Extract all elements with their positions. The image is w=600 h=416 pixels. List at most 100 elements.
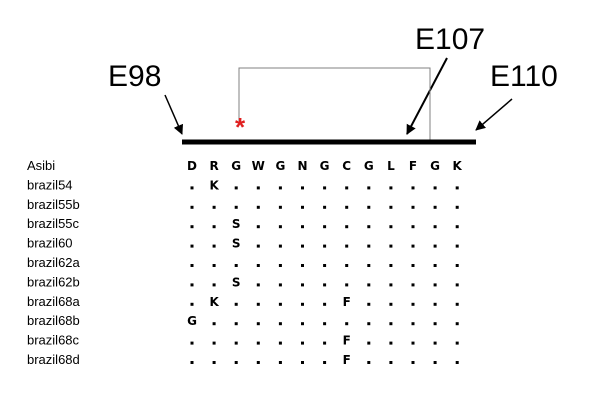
identity-dot: [345, 205, 349, 209]
identity-dot: [367, 225, 371, 229]
identity-dot: [190, 361, 194, 364]
identity-dot: [278, 322, 282, 326]
identity-dot: [323, 341, 327, 345]
residue: S: [232, 217, 241, 231]
identity-dot: [212, 322, 216, 326]
row-labels: Asibibrazil54brazil55bbrazil55cbrazil60b…: [27, 158, 81, 367]
identity-dot: [455, 302, 459, 306]
identity-dot: [455, 283, 459, 287]
strain-name: brazil68b: [27, 313, 80, 328]
identity-dot: [367, 186, 371, 190]
identity-dot: [190, 244, 194, 248]
identity-dot: [433, 283, 437, 287]
identity-dot: [389, 341, 393, 345]
identity-dot: [256, 244, 260, 248]
residue: G: [231, 159, 241, 173]
identity-dot: [301, 244, 304, 248]
identity-dot: [301, 341, 304, 345]
identity-dot: [190, 205, 194, 209]
identity-dot: [389, 361, 393, 364]
identity-dot: [190, 186, 194, 190]
identity-dot: [234, 186, 238, 190]
identity-dot: [411, 225, 415, 229]
identity-dot: [190, 283, 194, 287]
identity-dot: [367, 322, 371, 326]
identity-dot: [212, 283, 216, 287]
residue: K: [209, 178, 219, 192]
identity-dot: [411, 205, 415, 209]
reference-name: Asibi: [27, 158, 55, 173]
identity-dot: [323, 283, 327, 287]
identity-dot: [411, 244, 415, 248]
residue: F: [409, 159, 417, 173]
identity-dot: [367, 361, 371, 364]
identity-dot: [455, 186, 459, 190]
identity-dot: [301, 322, 304, 326]
identity-dot: [278, 264, 282, 267]
residue: G: [364, 159, 374, 173]
identity-dot: [345, 225, 349, 229]
strain-name: brazil68d: [27, 352, 80, 367]
identity-dot: [389, 225, 393, 229]
identity-dot: [278, 341, 282, 345]
arrow-e110: [475, 98, 513, 131]
residue: D: [187, 159, 197, 173]
identity-dot: [278, 361, 282, 364]
identity-dot: [323, 264, 327, 267]
identity-dot: [367, 244, 371, 248]
identity-dot: [301, 264, 304, 267]
identity-dot: [234, 264, 238, 267]
identity-dot: [389, 205, 393, 209]
residue: N: [297, 159, 307, 173]
residue: S: [232, 275, 241, 289]
arrow-e107: [406, 57, 448, 135]
identity-dot: [411, 322, 415, 326]
identity-dot: [301, 283, 304, 287]
identity-dot: [256, 283, 260, 287]
residue: G: [320, 159, 330, 173]
identity-dot: [323, 361, 327, 364]
residue: F: [343, 295, 351, 309]
identity-dot: [367, 341, 371, 345]
identity-dot: [455, 225, 459, 229]
residue: F: [343, 334, 351, 348]
identity-dot: [278, 186, 282, 190]
identity-dot: [212, 244, 216, 248]
identity-dot: [367, 264, 371, 267]
identity-dot: [301, 361, 304, 364]
identity-dot: [190, 341, 194, 345]
identity-dot: [323, 244, 327, 248]
identity-dot: [278, 205, 282, 209]
identity-dot: [389, 283, 393, 287]
identity-dot: [411, 302, 415, 306]
identity-dot: [345, 322, 349, 326]
strain-name: brazil68a: [27, 294, 81, 309]
identity-dot: [455, 205, 459, 209]
identity-dot: [389, 244, 393, 248]
disulfide-bracket: [238, 67, 431, 142]
identity-dot: [389, 186, 393, 190]
identity-dot: [278, 283, 282, 287]
identity-dot: [190, 264, 194, 267]
identity-dot: [367, 205, 371, 209]
identity-dot: [433, 302, 437, 306]
identity-dot: [212, 361, 216, 364]
identity-dot: [212, 225, 216, 229]
identity-dot: [190, 225, 194, 229]
residue: G: [430, 159, 440, 173]
identity-dot: [256, 361, 260, 364]
identity-dot: [256, 205, 260, 209]
identity-dot: [411, 361, 415, 364]
identity-dot: [256, 186, 260, 190]
strain-name: brazil54: [27, 177, 73, 192]
identity-dot: [323, 302, 327, 306]
identity-dot: [256, 322, 260, 326]
identity-dot: [345, 283, 349, 287]
residue: C: [342, 159, 351, 173]
identity-dot: [433, 205, 437, 209]
strain-name: brazil60: [27, 236, 73, 251]
identity-dot: [234, 361, 238, 364]
label-e107: E107: [415, 23, 485, 56]
strain-name: brazil62b: [27, 274, 80, 289]
